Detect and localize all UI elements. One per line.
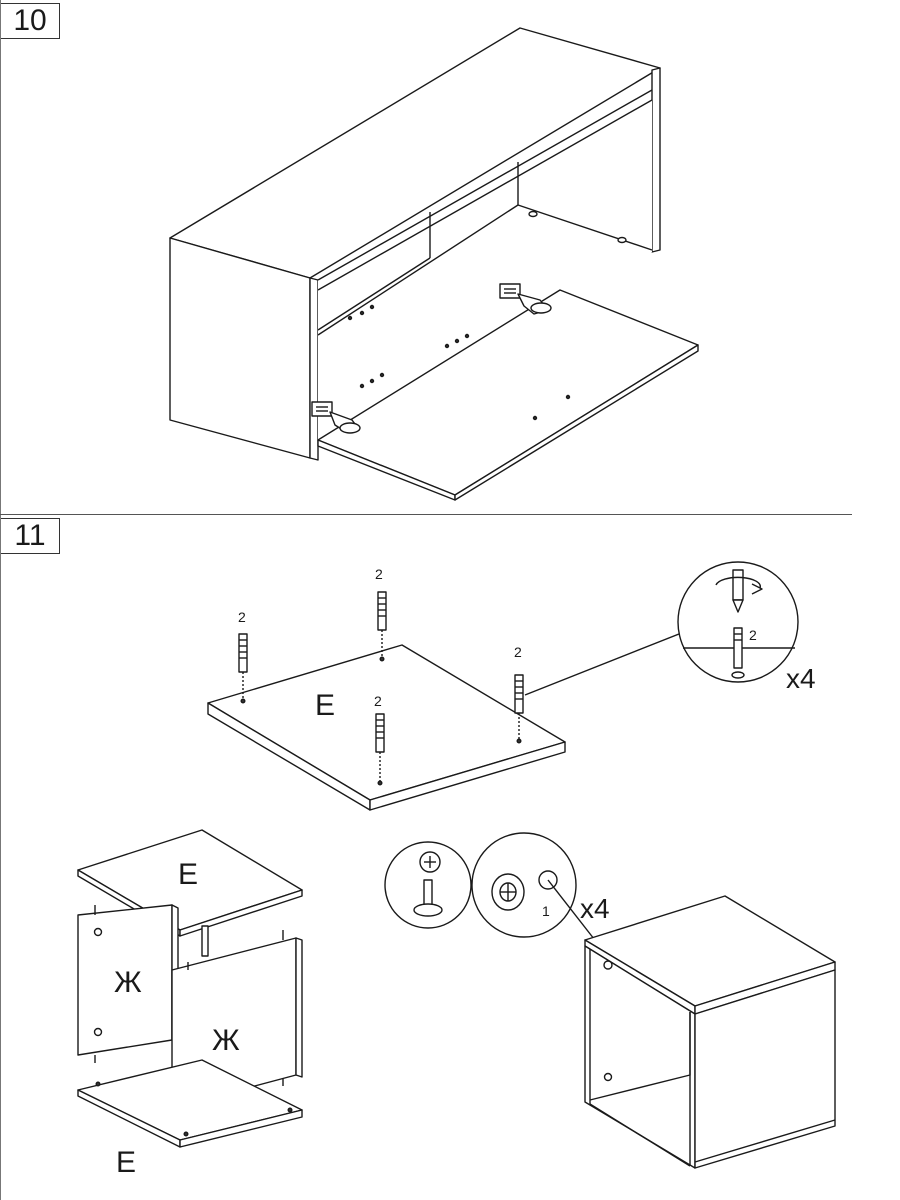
step11-labels: 2 2 2 2 2 Е x4 Е Ж Ж Е 1 x4 [114,566,816,1179]
exploded-side-left-label: Ж [114,966,142,999]
left-border-line [0,0,1,1200]
dowel-count-2: 2 [375,566,383,582]
cam-part-label: 1 [542,903,550,919]
step-11-number: 11 [0,518,60,554]
cam-detail-large [471,832,613,963]
dowel-count-1: 2 [238,609,246,625]
dowel-detail-callout [524,561,799,696]
hinge-left [311,401,361,434]
dowel-count-detail: 2 [749,627,757,643]
step-divider [0,514,852,515]
cabinet-holes [347,210,627,389]
cam-detail-small [384,841,472,929]
step-10-number: 10 [0,3,60,39]
dowel-count-3: 2 [514,644,522,660]
assembled-cube [584,895,836,1169]
exploded-top-label: Е [178,858,198,891]
dowel-2 [377,591,387,662]
dowel-1 [238,633,248,704]
dowel-count-4: 2 [374,693,382,709]
multiplier-cams: x4 [580,893,610,924]
exploded-side-right-label: Ж [212,1024,240,1057]
cabinet-body [169,27,661,461]
exploded-bottom-label: Е [116,1146,136,1179]
exploded-back-edge [201,925,209,957]
exploded-bottom-panel [77,1059,303,1148]
panel-e-top [207,644,566,811]
cabinet-door [317,289,699,501]
multiplier-dowels: x4 [786,663,816,694]
hinge-right [499,283,552,315]
dowel-4 [375,713,385,786]
dowel-3 [514,674,524,744]
panel-e-label: Е [315,689,335,722]
